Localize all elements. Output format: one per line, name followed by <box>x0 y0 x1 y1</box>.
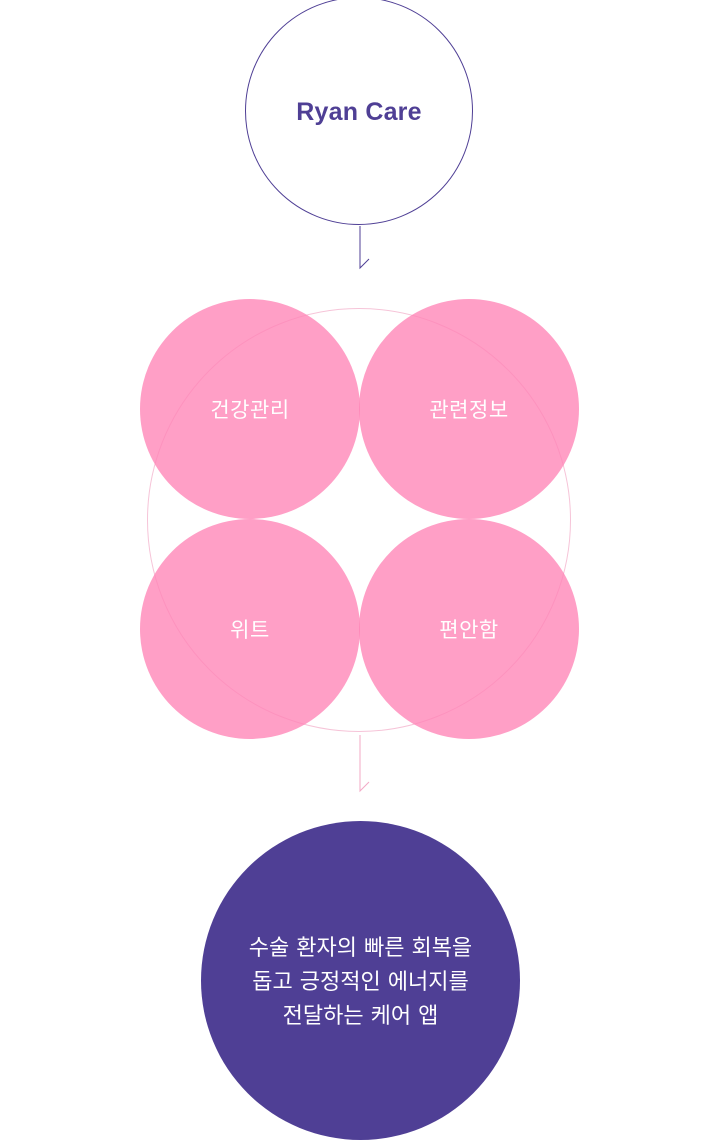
mission-line: 돕고 긍정적인 에너지를 <box>252 969 469 995</box>
connector-bottom-arrow <box>359 735 370 793</box>
brand-circle: Ryan Care <box>245 0 473 225</box>
mission-line: 전달하는 케어 앱 <box>282 1003 439 1029</box>
value-circle-related-info: 관련정보 <box>359 299 579 519</box>
values-outer-ring <box>147 308 571 732</box>
value-circle-wit: 위트 <box>140 519 360 739</box>
value-label: 건강관리 <box>210 398 290 422</box>
value-label: 편안함 <box>439 618 499 642</box>
mission-circle: 수술 환자의 빠른 회복을 돕고 긍정적인 에너지를 전달하는 케어 앱 <box>201 821 520 1140</box>
value-label: 위트 <box>230 618 270 642</box>
value-label: 관련정보 <box>429 398 509 422</box>
mission-line: 수술 환자의 빠른 회복을 <box>248 935 473 961</box>
connector-top-arrow <box>359 226 370 270</box>
value-circle-comfort: 편안함 <box>359 519 579 739</box>
brand-title: Ryan Care <box>296 97 422 126</box>
value-circle-health-care: 건강관리 <box>140 299 360 519</box>
mission-text: 수술 환자의 빠른 회복을 돕고 긍정적인 에너지를 전달하는 케어 앱 <box>226 932 496 1034</box>
